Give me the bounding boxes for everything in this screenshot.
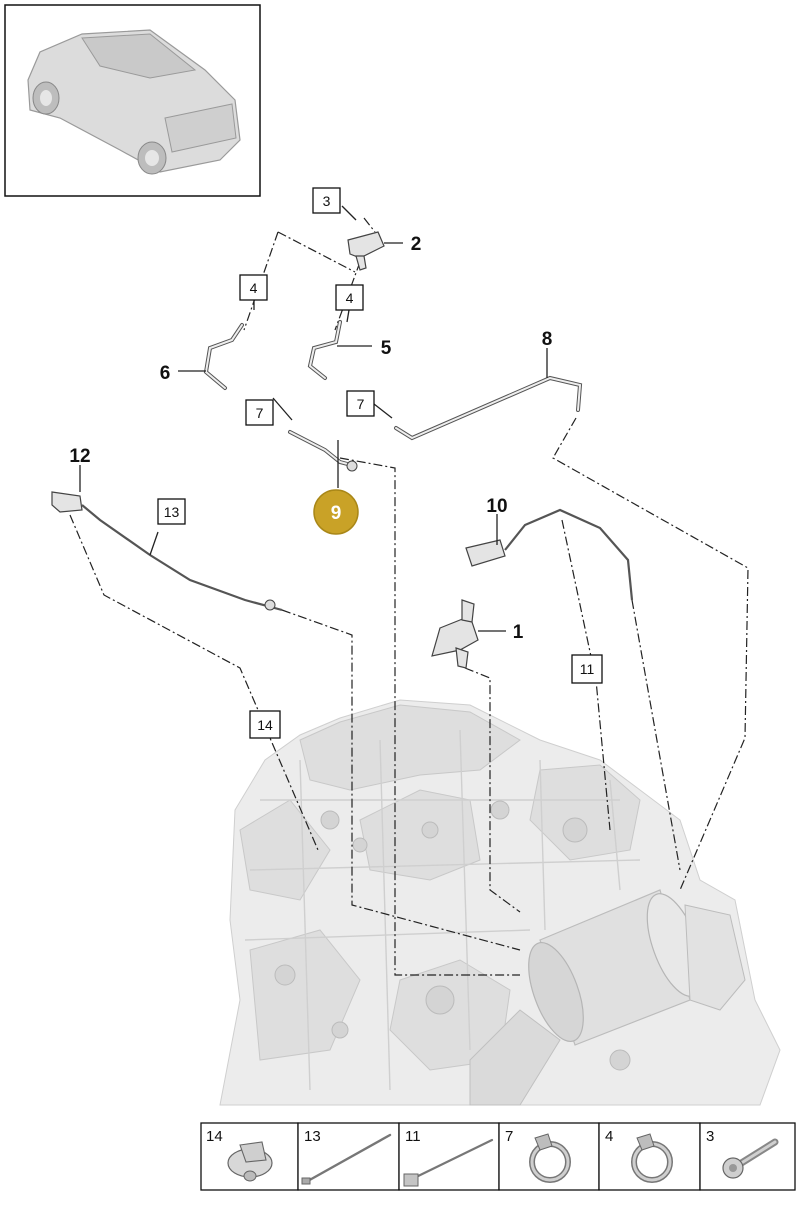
bolt-icon [722, 1138, 779, 1179]
cable-tie-icon [301, 1133, 392, 1185]
catalytic-converter [528, 889, 746, 1046]
temperature-sensor-12 [51, 491, 283, 612]
hose-clamp-icon [631, 1133, 673, 1183]
callout-8: 8 [542, 329, 553, 350]
boxed-callout-13: 13 [157, 498, 186, 525]
callout-6: 6 [160, 363, 171, 384]
pressure-line-8 [394, 375, 583, 441]
strip-label-7: 7 [505, 1128, 513, 1145]
suv-icon [27, 29, 241, 175]
vehicle-thumbnail [4, 4, 261, 197]
callout-9-highlighted[interactable]: 9 [313, 489, 359, 535]
strip-label-3: 3 [706, 1128, 714, 1145]
callout-10: 10 [486, 496, 507, 517]
boxed-callout-3-label: 3 [323, 193, 331, 209]
strip-label-14: 14 [206, 1128, 223, 1145]
boxed-callout-13-label: 13 [164, 504, 180, 520]
strip-cell-13[interactable] [297, 1122, 400, 1191]
temperature-sensor-10 [465, 508, 634, 601]
boxed-callout-7b-label: 7 [357, 396, 365, 412]
boxed-callout-7a: 7 [245, 399, 274, 426]
boxed-callout-7a-label: 7 [256, 405, 264, 421]
strip-label-4: 4 [605, 1128, 613, 1145]
callout-9-label: 9 [331, 503, 342, 524]
hose-5 [307, 320, 342, 380]
leader-lines [79, 205, 548, 632]
boxed-callout-3: 3 [312, 187, 341, 214]
callout-5: 5 [381, 338, 392, 359]
bracket-1 [431, 599, 479, 669]
strip-label-13: 13 [304, 1128, 321, 1145]
boxed-callout-4b: 4 [335, 284, 364, 311]
cable-tie-clip-icon [403, 1138, 494, 1187]
boxed-callout-11-label: 11 [580, 661, 595, 677]
hose-6 [203, 323, 244, 390]
callout-2: 2 [411, 234, 422, 255]
boxed-callout-7b: 7 [346, 390, 375, 417]
callout-12: 12 [69, 446, 90, 467]
strip-label-11: 11 [405, 1128, 421, 1145]
boxed-callout-11: 11 [571, 654, 603, 684]
assignment-lines [69, 217, 749, 976]
boxed-callout-4a: 4 [239, 274, 268, 301]
callout-1: 1 [513, 622, 524, 643]
boxed-callout-14-label: 14 [257, 717, 273, 733]
hose-clamp-icon [529, 1133, 571, 1183]
pipe-9 [288, 430, 358, 472]
boxed-callout-4a-label: 4 [250, 280, 258, 296]
boxed-callout-4b-label: 4 [346, 290, 354, 306]
small-parts-strip: 14 13 11 7 4 3 [200, 1122, 796, 1191]
bracket-nut-icon [227, 1141, 273, 1182]
engine-assembly [219, 699, 781, 1106]
boxed-callout-14: 14 [249, 710, 281, 739]
pressure-sensor-2 [347, 231, 385, 271]
